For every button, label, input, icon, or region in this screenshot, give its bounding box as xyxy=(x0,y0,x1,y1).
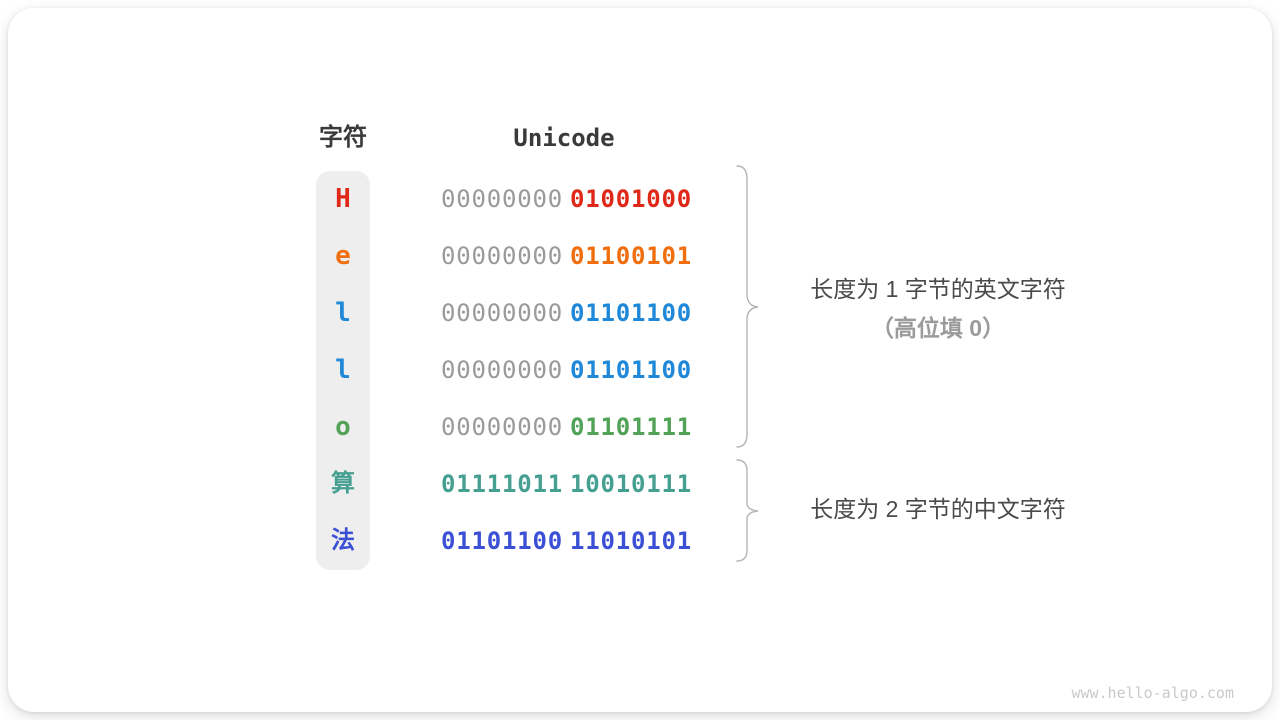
byte-high: 01111011 xyxy=(441,470,563,498)
annotation-english: 长度为 1 字节的英文字符 （高位填 0） xyxy=(768,274,1108,343)
brace-chinese-group xyxy=(734,459,760,563)
char-cell: l xyxy=(335,355,351,385)
char-cell: 法 xyxy=(331,527,355,554)
watermark: www.hello-algo.com xyxy=(1071,684,1234,702)
char-cell: H xyxy=(335,184,351,214)
column-header-unicode: Unicode xyxy=(513,124,615,152)
byte-low: 01101100 xyxy=(570,356,692,384)
annotation-english-line2: （高位填 0） xyxy=(870,315,1006,341)
byte-high: 00000000 xyxy=(441,242,563,270)
byte-high: 00000000 xyxy=(441,356,563,384)
byte-low: 11010101 xyxy=(570,527,692,555)
column-header-char: 字符 xyxy=(319,124,367,151)
annotation-chinese: 长度为 2 字节的中文字符 xyxy=(768,494,1108,524)
byte-high: 01101100 xyxy=(441,527,563,555)
byte-high: 00000000 xyxy=(441,413,563,441)
char-column-background xyxy=(316,171,370,570)
char-cell: o xyxy=(335,412,351,442)
byte-high: 00000000 xyxy=(441,299,563,327)
byte-low: 01001000 xyxy=(570,185,692,213)
char-cell: e xyxy=(335,241,351,271)
char-cell: 算 xyxy=(331,470,355,497)
byte-low: 01100101 xyxy=(570,242,692,270)
byte-low: 01101100 xyxy=(570,299,692,327)
byte-high: 00000000 xyxy=(441,185,563,213)
annotation-english-line1: 长度为 1 字节的英文字符 xyxy=(810,276,1066,302)
brace-english-group xyxy=(734,165,760,449)
byte-low: 10010111 xyxy=(570,470,692,498)
annotation-chinese-line1: 长度为 2 字节的中文字符 xyxy=(810,496,1066,522)
byte-low: 01101111 xyxy=(570,413,692,441)
char-cell: l xyxy=(335,298,351,328)
